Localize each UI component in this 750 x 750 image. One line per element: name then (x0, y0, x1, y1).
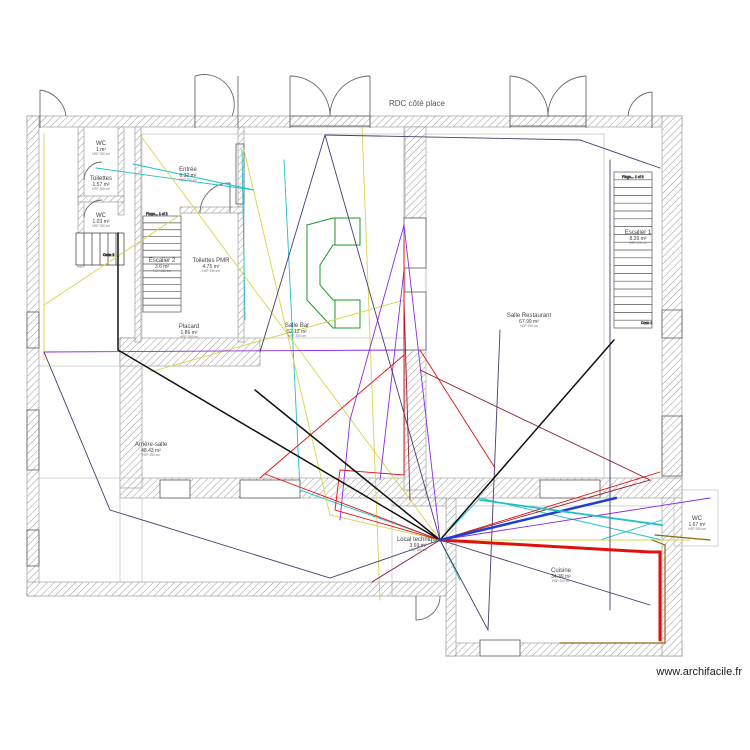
svg-text:1.03 m²: 1.03 m² (93, 219, 110, 225)
svg-text:67.99 m²: 67.99 m² (519, 319, 539, 325)
svg-text:Salle Restaurant: Salle Restaurant (507, 313, 552, 319)
svg-text:1 m²: 1 m² (96, 147, 106, 153)
stair1-top-label: Plage... 1 of 2 (622, 175, 644, 179)
svg-text:3.6 m²: 3.6 m² (155, 264, 170, 270)
svg-text:WC: WC (692, 516, 703, 522)
plan-title: RDC côté place (389, 99, 446, 108)
svg-text:HSP 250 cm: HSP 250 cm (629, 241, 647, 245)
svg-text:Toilettes: Toilettes (90, 176, 112, 182)
svg-text:1.86 m²: 1.86 m² (181, 330, 198, 336)
svg-text:Entrée: Entrée (179, 167, 197, 173)
svg-text:8.39 m²: 8.39 m² (630, 236, 647, 242)
svg-text:Escalier 2: Escalier 2 (149, 258, 176, 264)
svg-text:HSP 250 cm: HSP 250 cm (288, 334, 306, 338)
svg-text:34.39 m²: 34.39 m² (551, 574, 571, 580)
svg-text:Escalier 1: Escalier 1 (625, 230, 652, 236)
svg-text:HSP 250 cm: HSP 250 cm (92, 152, 110, 156)
door-double-2 (289, 75, 371, 128)
svg-text:4.75 m²: 4.75 m² (203, 264, 220, 270)
svg-text:WC: WC (96, 141, 107, 147)
svg-text:HSP 250 cm: HSP 250 cm (520, 324, 538, 328)
svg-text:HSP 250 cm: HSP 250 cm (409, 548, 427, 552)
stairs-small: Conn 2 (75, 232, 125, 266)
walls (26, 115, 683, 657)
svg-text:6.32 m²: 6.32 m² (180, 173, 197, 179)
door-entree (199, 182, 231, 214)
door-bottom (415, 595, 441, 621)
footer-watermark: www.archifacile.fr (655, 666, 742, 678)
svg-text:HSP 250 cm: HSP 250 cm (92, 187, 110, 191)
door-top-left (39, 89, 67, 128)
stairs-1: Plage... 1 of 2 Conn 1 (613, 171, 653, 329)
svg-text:1.67 m²: 1.67 m² (689, 522, 706, 528)
svg-text:HSP 250 cm: HSP 250 cm (552, 579, 570, 583)
bar-counter (306, 217, 361, 329)
svg-text:HSP 250 cm: HSP 250 cm (92, 224, 110, 228)
svg-text:HSP 250 cm: HSP 250 cm (688, 527, 706, 531)
svg-text:3.69 m²: 3.69 m² (410, 543, 427, 549)
svg-text:HSP 250 cm: HSP 250 cm (180, 335, 198, 339)
svg-text:Arrière-salle: Arrière-salle (135, 442, 168, 448)
svg-text:HSP 250 cm: HSP 250 cm (142, 453, 160, 457)
svg-text:WC: WC (96, 213, 107, 219)
svg-text:Placard: Placard (179, 324, 199, 330)
svg-text:52.12 m²: 52.12 m² (287, 329, 307, 335)
door-double-3 (509, 75, 587, 128)
svg-text:HSP 250 cm: HSP 250 cm (202, 269, 220, 273)
svg-text:Local technique: Local technique (397, 537, 440, 543)
stair1-bottom-label: Conn 1 (641, 321, 652, 325)
svg-text:48.43 m²: 48.43 m² (141, 448, 161, 454)
svg-text:Cuisine: Cuisine (551, 568, 572, 574)
svg-text:Toilettes PMR: Toilettes PMR (192, 258, 230, 264)
stairs-2: Plage... 1 of 2 (142, 212, 182, 313)
svg-text:HSP 250 cm: HSP 250 cm (153, 269, 171, 273)
svg-text:1.57 m²: 1.57 m² (93, 182, 110, 188)
stair2-side-label: Conn 2 (103, 253, 114, 257)
wiring (43, 126, 711, 644)
svg-text:Salle Bar: Salle Bar (285, 323, 309, 329)
svg-text:HSP 250 cm: HSP 250 cm (179, 178, 197, 182)
stair2-top-label: Plage... 1 of 2 (146, 212, 168, 216)
door-double-1 (194, 74, 235, 128)
door-top-right (627, 91, 653, 128)
